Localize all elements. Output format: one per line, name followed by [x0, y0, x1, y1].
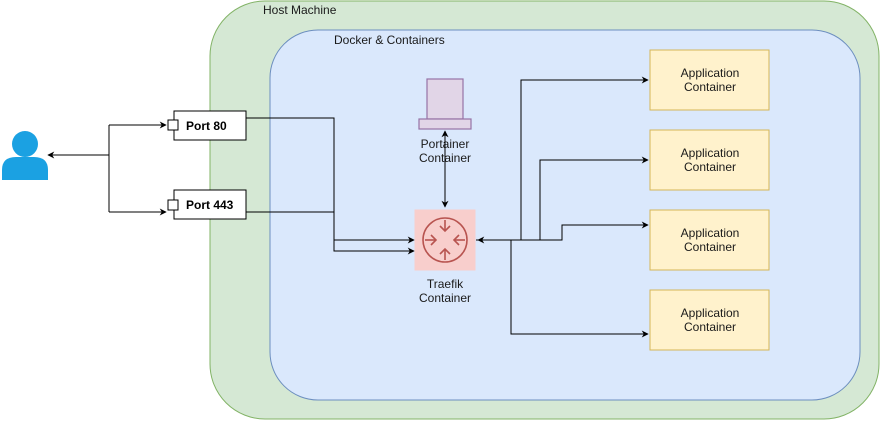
traefik-label-line1: Traefik	[427, 277, 464, 291]
application-container-3-line1: Application	[681, 226, 740, 240]
traefik-router-icon[interactable]	[414, 209, 476, 271]
port-80-label: Port 80	[186, 119, 227, 133]
port-traefik-connectors	[246, 117, 415, 255]
application-container-1[interactable]: Application Container	[649, 49, 770, 111]
traefik-app-connectors	[476, 76, 649, 338]
application-container-2[interactable]: Application Container	[649, 129, 770, 191]
host-machine-label: Host Machine	[263, 3, 337, 17]
traefik-label-line2: Container	[419, 291, 471, 305]
application-container-4-line1: Application	[681, 306, 740, 320]
application-container-3[interactable]: Application Container	[649, 209, 770, 271]
application-container-1-line1: Application	[681, 66, 740, 80]
user-icon[interactable]	[2, 131, 48, 180]
docker-area	[269, 29, 861, 401]
portainer-icon[interactable]	[418, 78, 472, 130]
user-port-connectors	[47, 121, 167, 216]
docker-area-label: Docker & Containers	[334, 33, 445, 47]
application-container-2-line1: Application	[681, 146, 740, 160]
port-443-label: Port 443	[186, 198, 234, 212]
application-container-3-line2: Container	[684, 240, 736, 254]
port-80-box[interactable]: Port 80	[167, 110, 247, 141]
application-container-4[interactable]: Application Container	[649, 289, 770, 351]
application-container-2-line2: Container	[684, 160, 736, 174]
port-443-box[interactable]: Port 443	[167, 189, 247, 220]
application-container-1-line2: Container	[684, 80, 736, 94]
application-container-4-line2: Container	[684, 320, 736, 334]
